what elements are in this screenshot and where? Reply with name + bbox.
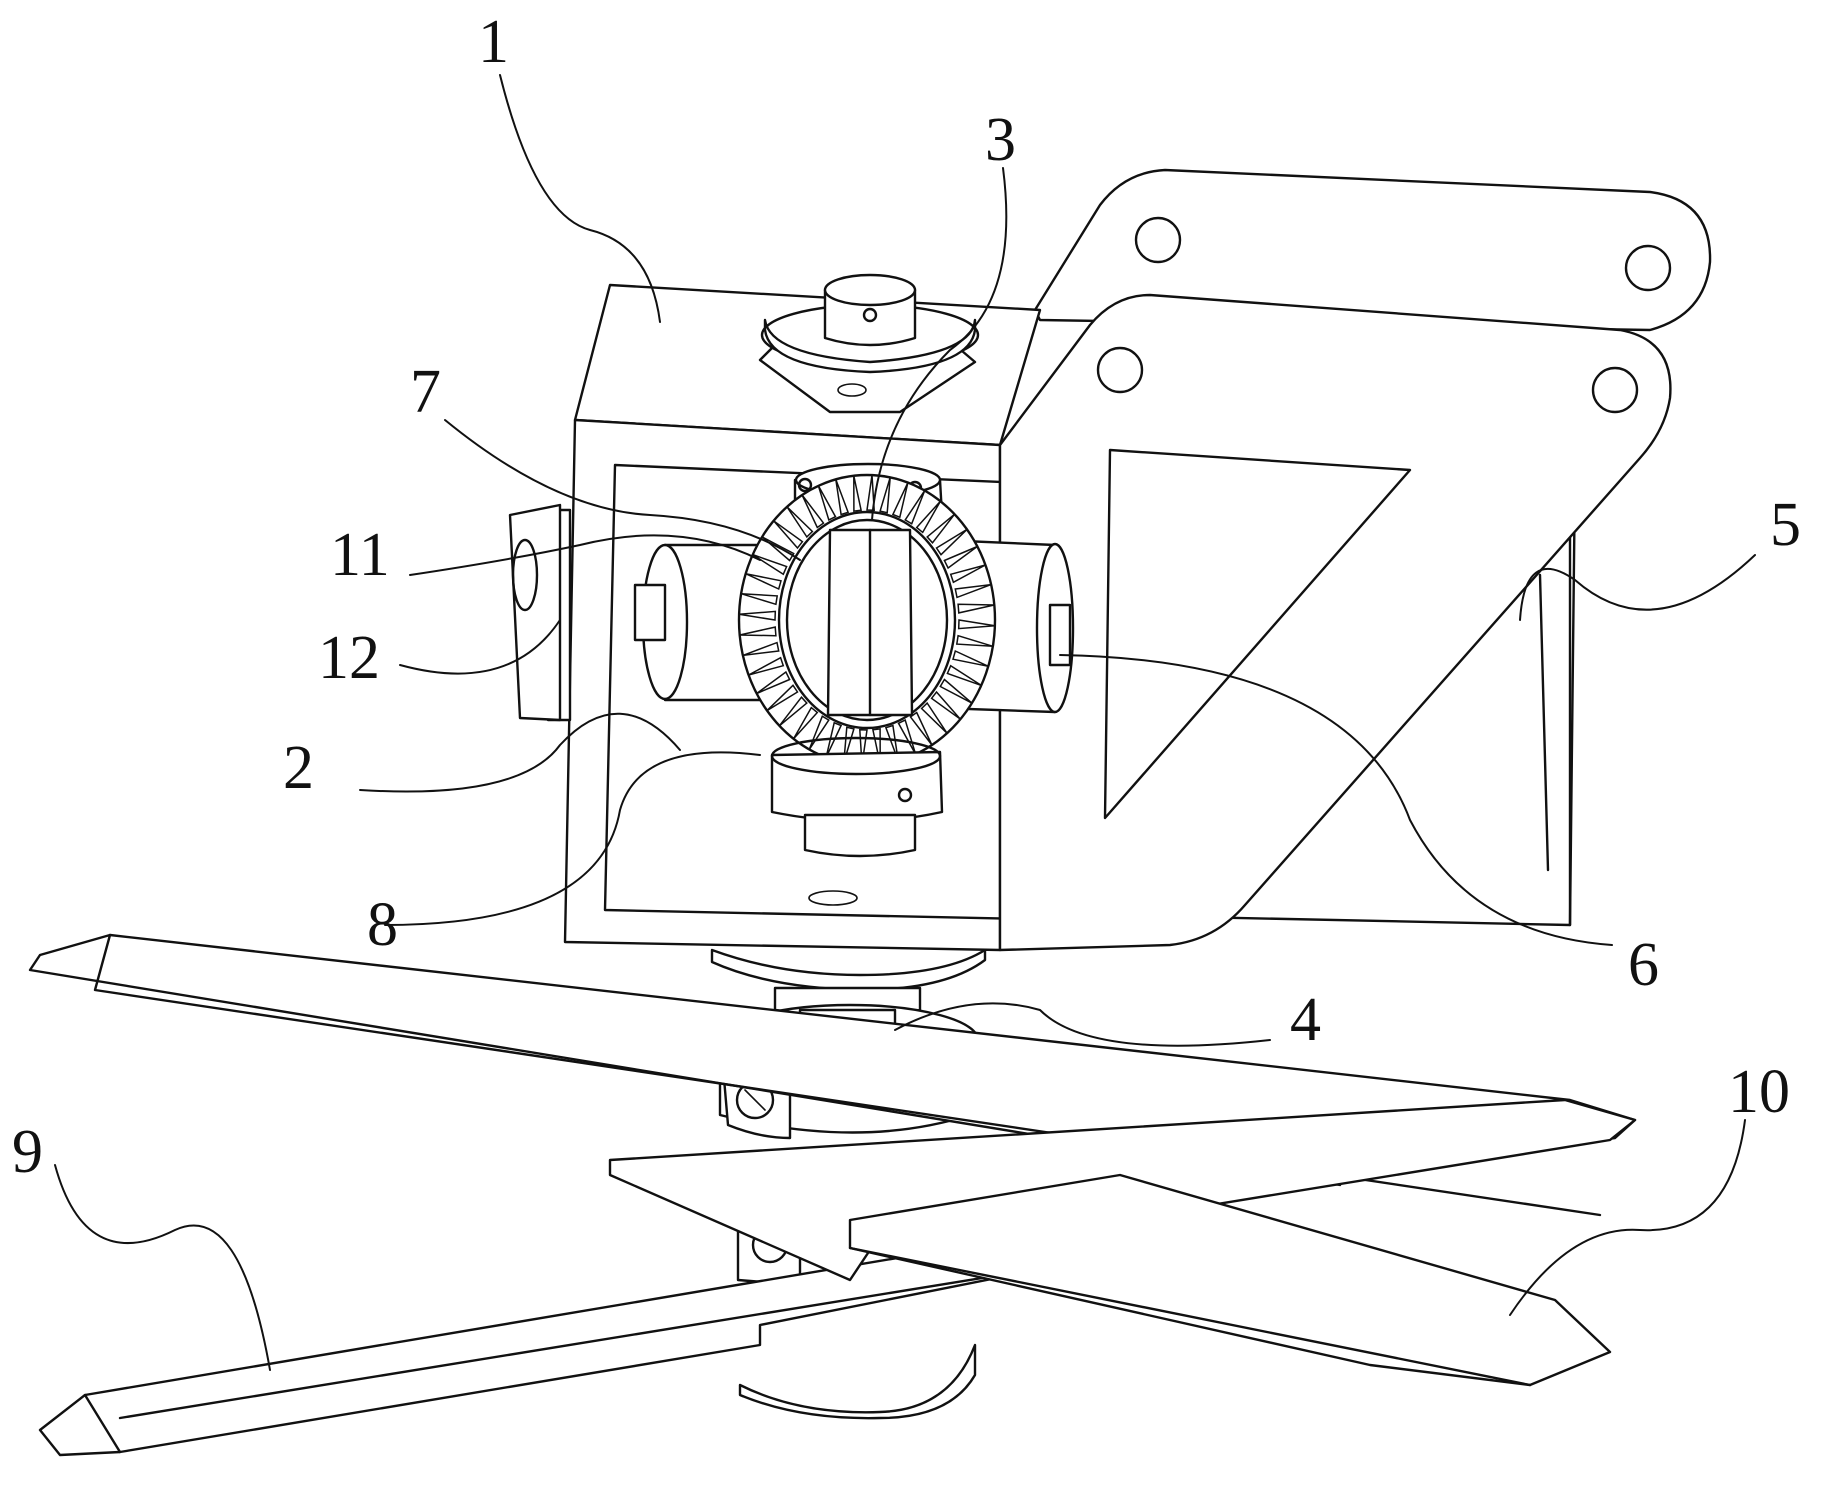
gear-tooth: [740, 592, 779, 606]
gear-tooth: [952, 649, 989, 668]
gear-tooth: [949, 564, 986, 584]
gear-tooth: [957, 619, 996, 630]
callout-6: 6: [1628, 931, 1659, 999]
gear-tooth: [920, 701, 948, 734]
callout-11: 11: [330, 521, 390, 589]
callout-10: 10: [1728, 1058, 1790, 1126]
callout-3: 3: [985, 106, 1016, 174]
gear-tooth: [817, 485, 837, 521]
gear-tooth: [825, 721, 843, 758]
bevel-gear-ring: [737, 473, 997, 767]
gear-tooth: [879, 477, 891, 514]
gear-tooth: [748, 656, 785, 676]
blade-front: [608, 1098, 1637, 1387]
gear-tooth: [801, 494, 825, 529]
gear-tooth: [939, 678, 973, 704]
bracket-front-plate: [998, 293, 1672, 952]
gear-tooth: [909, 711, 933, 746]
gear-tooth: [930, 690, 961, 720]
leader-lines: [54, 74, 1756, 1371]
gear-tooth: [738, 610, 777, 621]
top-bearing: [758, 273, 980, 414]
gear-tooth: [853, 475, 863, 512]
gear-tooth: [756, 670, 791, 695]
gear-tooth: [943, 545, 978, 570]
gear-tooth: [957, 603, 995, 614]
callout-7: 7: [410, 358, 441, 426]
gear-tooth: [773, 520, 804, 550]
gear-tooth: [835, 479, 850, 516]
gear-tooth: [915, 500, 942, 534]
lower-collar: [770, 736, 944, 858]
gear-tooth: [897, 719, 917, 755]
gear-tooth: [792, 706, 819, 740]
gear-tooth: [866, 474, 876, 512]
gear-tooth: [946, 664, 982, 687]
callout-5: 5: [1770, 491, 1801, 559]
gear-tooth: [955, 634, 994, 648]
callout-2: 2: [283, 734, 314, 802]
gear-tooth: [742, 641, 780, 657]
gear-tooth: [778, 696, 808, 727]
callout-1: 1: [478, 8, 509, 76]
gear-tooth: [752, 553, 788, 576]
gear-tooth: [739, 626, 777, 637]
gear-tooth: [891, 482, 909, 519]
callout-12: 12: [318, 624, 380, 692]
callout-labels: 1 3 7 11 12 2 8 5 6 4 9 10: [12, 8, 1801, 1186]
gear-tooth: [904, 490, 926, 525]
callout-4: 4: [1290, 986, 1321, 1054]
callout-9: 9: [12, 1118, 43, 1186]
gear-tooth: [926, 513, 956, 544]
callout-8: 8: [367, 891, 398, 959]
bracket-rear-plate: [1033, 168, 1712, 332]
gear-tooth: [766, 684, 799, 712]
gear-tooth: [954, 583, 992, 599]
gear-tooth: [935, 528, 968, 556]
blade-lower-left: [38, 1226, 1077, 1457]
gear-tooth: [786, 506, 814, 539]
gear-tooth: [745, 572, 782, 591]
